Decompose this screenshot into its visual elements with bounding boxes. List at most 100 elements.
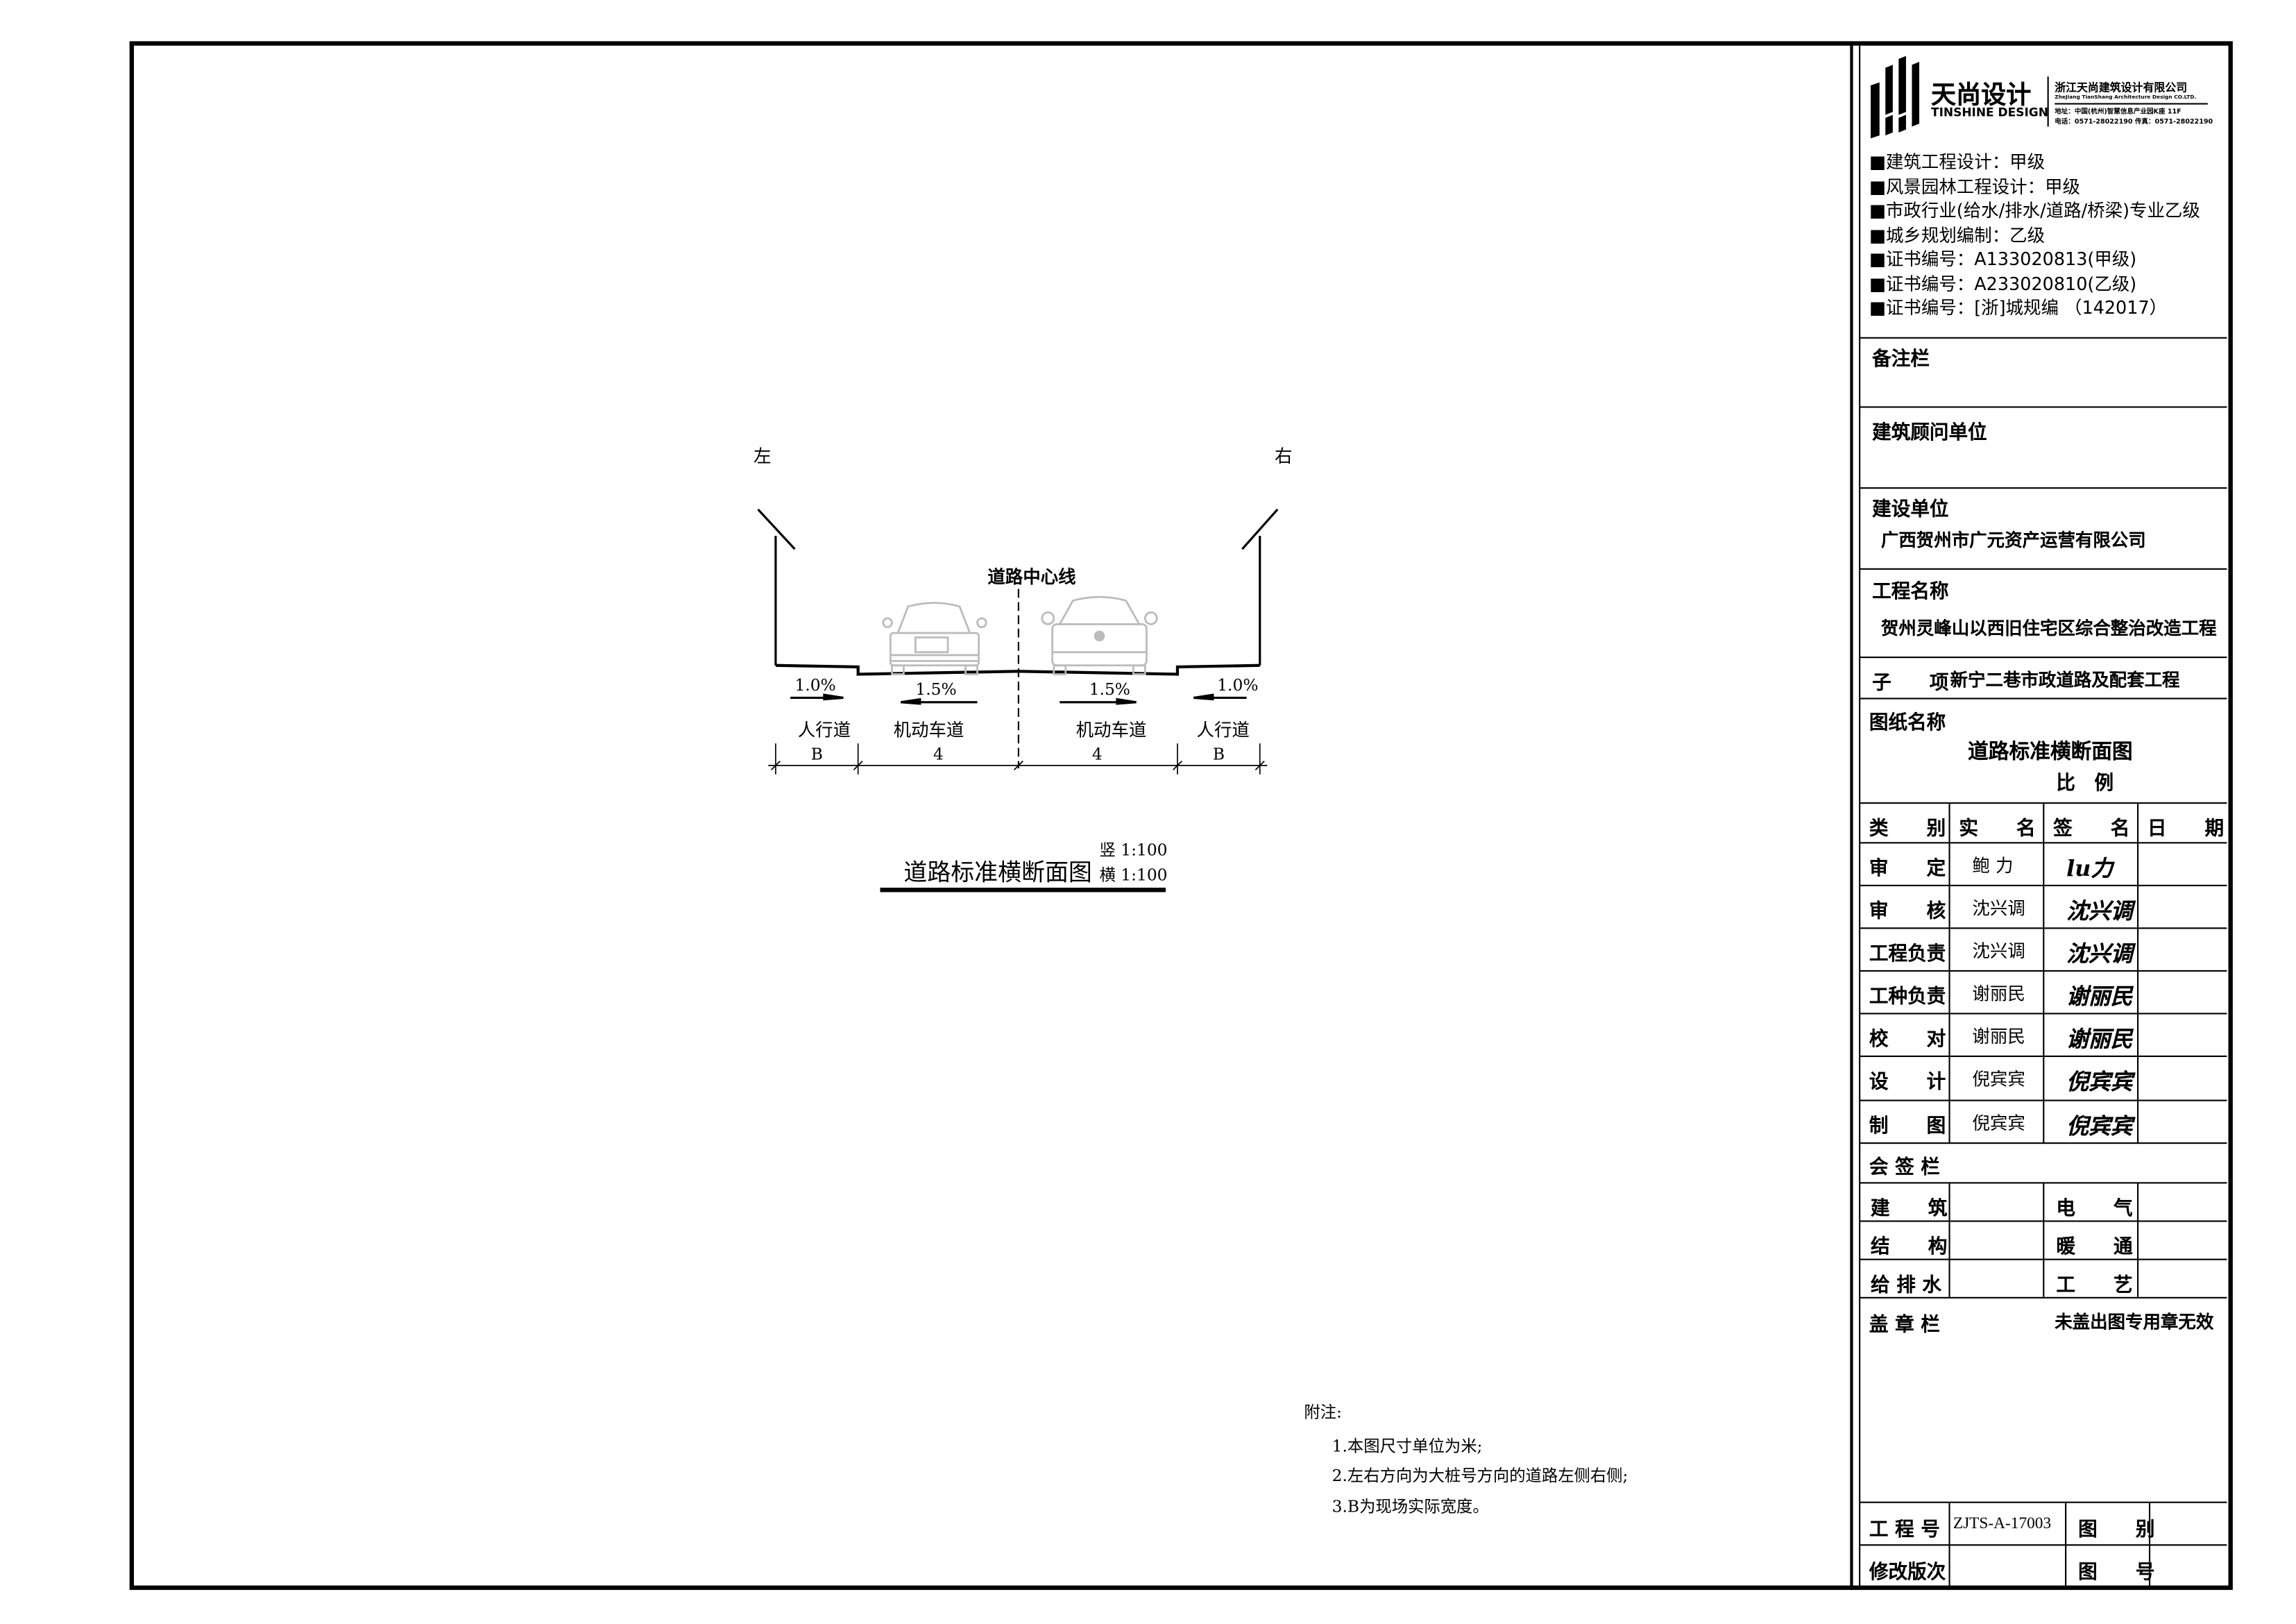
title-underline bbox=[880, 888, 1166, 893]
countersign-discipline: 工 艺 bbox=[2056, 1274, 2133, 1297]
drawing-title: 道路标准横断面图 bbox=[903, 859, 1091, 886]
client-value: 广西贺州市广元资产运营有限公司 bbox=[1880, 530, 2146, 551]
signature-image: 倪宾宾 bbox=[2066, 1113, 2133, 1140]
client-label: 建设单位 bbox=[1872, 499, 1949, 521]
drawing-name-value: 道路标准横断面图 bbox=[1968, 740, 2133, 764]
qualification-item: ■市政行业(给水/排水/道路/桥梁)专业乙级 bbox=[1869, 200, 2200, 221]
countersign-row bbox=[1859, 1183, 2227, 1222]
title-block bbox=[1850, 41, 2229, 1590]
dimension-line bbox=[768, 743, 1268, 775]
width-label: 4 bbox=[933, 745, 944, 764]
notes: 附注: 1.本图尺寸单位为米; 2.左右方向为大桩号方向的道路左侧右侧; 3.B… bbox=[1304, 1403, 1628, 1516]
subitem-section: 子 项 新宁二巷市政道路及配套工程 bbox=[1859, 658, 2227, 700]
revision-row: 修改版次 图 号 bbox=[1859, 1546, 2227, 1587]
remarks-section: 备注栏 bbox=[1859, 339, 2227, 408]
signature-row bbox=[1859, 886, 2227, 929]
project-no-row: 工 程 号 ZJTS-A-17003 图 别 bbox=[1859, 1503, 2227, 1546]
drawing-name-section: 图纸名称 道路标准横断面图 比 例 bbox=[1859, 700, 2227, 804]
signature-header: 实 名 bbox=[1959, 818, 2036, 841]
stamp-section: 盖 章 栏 未盖出图专用章无效 bbox=[1859, 1297, 2227, 1503]
horizontal-scale: 横 1:100 bbox=[1100, 865, 1168, 884]
width-labels: B 4 4 B bbox=[811, 745, 1225, 764]
signature-name: 沈兴调 bbox=[1972, 940, 2025, 962]
slope-label: 1.0% bbox=[1217, 675, 1258, 695]
signature-role: 工种负责 bbox=[1869, 986, 1946, 1009]
logo-brand-en: TINSHINE DESIGN bbox=[1931, 105, 2048, 119]
countersign-section: 会 签 栏 bbox=[1859, 1144, 2227, 1184]
signature-role: 工程负责 bbox=[1869, 943, 1946, 966]
revision-label: 修改版次 bbox=[1869, 1562, 1946, 1584]
signature-image: lu力 bbox=[2066, 855, 2114, 882]
qualification-item: ■证书编号：[浙]城规编 （142017） bbox=[1869, 297, 2168, 319]
signature-role: 审 核 bbox=[1869, 901, 1946, 923]
width-label: B bbox=[811, 745, 823, 764]
signature-image: 谢丽民 bbox=[2066, 983, 2133, 1010]
title-block-inner-line bbox=[1859, 45, 2228, 1586]
note-item: 2.左右方向为大桩号方向的道路左侧右侧; bbox=[1332, 1466, 1629, 1485]
scale-label: 比 例 bbox=[2056, 772, 2114, 795]
qualification-item: ■证书编号：A233020810(乙级) bbox=[1869, 273, 2137, 294]
drawing-frame bbox=[129, 41, 2233, 1590]
vertical-scale: 竖 1:100 bbox=[1100, 840, 1168, 859]
width-label: 4 bbox=[1092, 745, 1103, 764]
logo-company-en: ZheJiang TianShang Architecture Design C… bbox=[2055, 94, 2197, 101]
project-label: 工程名称 bbox=[1872, 581, 1949, 604]
signature-row bbox=[1859, 1101, 2227, 1144]
remarks-label: 备注栏 bbox=[1872, 348, 1930, 371]
signature-name: 沈兴调 bbox=[1972, 897, 2025, 919]
countersign-discipline: 暖 通 bbox=[2056, 1236, 2133, 1259]
signature-header: 日 期 bbox=[2147, 818, 2225, 841]
signature-role: 设 计 bbox=[1869, 1072, 1946, 1094]
lane-label-sidewalk: 人行道 bbox=[1197, 720, 1250, 741]
signature-name: 谢丽民 bbox=[1972, 1026, 2025, 1047]
slope-label: 1.5% bbox=[915, 679, 956, 699]
countersign-row bbox=[1859, 1260, 2227, 1299]
signature-image: 谢丽民 bbox=[2066, 1026, 2133, 1053]
company-logo: 天尚设计 TINSHINE DESIGN 浙江天尚建筑设计有限公司 ZheJia… bbox=[1866, 53, 2222, 144]
slope-label: 1.5% bbox=[1089, 679, 1130, 699]
slope-arrows bbox=[790, 693, 1247, 705]
note-item: 3.B为现场实际宽度。 bbox=[1332, 1496, 1489, 1516]
signature-name: 倪宾宾 bbox=[1972, 1113, 2025, 1134]
signature-header-row bbox=[1859, 804, 2227, 844]
subitem-label: 子 项 bbox=[1872, 673, 1949, 695]
countersign-label: 会 签 栏 bbox=[1869, 1157, 1940, 1180]
slope-label: 1.0% bbox=[794, 675, 835, 695]
lane-label-motor-lane: 机动车道 bbox=[894, 720, 964, 741]
note-item: 1.本图尺寸单位为米; bbox=[1332, 1437, 1483, 1456]
consultant-label: 建筑顾问单位 bbox=[1872, 422, 1987, 445]
car-rear-icon bbox=[1041, 595, 1158, 675]
qualification-item: ■证书编号：A133020813(甲级) bbox=[1869, 248, 2137, 270]
signature-role: 制 图 bbox=[1869, 1115, 1946, 1138]
countersign-row bbox=[1859, 1222, 2227, 1260]
signature-row bbox=[1859, 929, 2227, 972]
client-section: 建设单位 广西贺州市广元资产运营有限公司 bbox=[1859, 489, 2227, 570]
countersign-discipline: 给 排 水 bbox=[1871, 1274, 1941, 1297]
signature-name: 倪宾宾 bbox=[1972, 1068, 2025, 1090]
signature-header: 签 名 bbox=[2053, 818, 2130, 841]
logo-phone: 电话：0571-28022190 传真：0571-28022190 bbox=[2055, 119, 2213, 127]
stamp-note: 未盖出图专用章无效 bbox=[2055, 1311, 2214, 1333]
signature-name: 谢丽民 bbox=[1972, 983, 2025, 1004]
slope-labels: 1.0% 1.5% 1.5% 1.0% bbox=[794, 675, 1258, 699]
qualification-list: ■建筑工程设计：甲级 ■风景园林工程设计：甲级 ■市政行业(给水/排水/道路/桥… bbox=[1869, 150, 2200, 320]
signature-header: 类 别 bbox=[1869, 818, 1946, 841]
drawing-name-label: 图纸名称 bbox=[1869, 712, 1946, 735]
consultant-section: 建筑顾问单位 bbox=[1859, 408, 2227, 489]
logo-address: 地址：中国(杭州)智慧信息产业园K座 11F bbox=[2055, 108, 2182, 117]
logo-company-cn: 浙江天尚建筑设计有限公司 bbox=[2055, 81, 2188, 94]
stamp-label: 盖 章 栏 bbox=[1869, 1314, 1940, 1337]
centerline-label: 道路中心线 bbox=[987, 567, 1075, 588]
signature-role: 审 定 bbox=[1869, 858, 1946, 881]
qualification-item: ■城乡规划编制：乙级 bbox=[1869, 224, 2046, 246]
signature-role: 校 对 bbox=[1869, 1029, 1946, 1051]
car-front-icon bbox=[882, 602, 987, 675]
left-side-label: 左 bbox=[754, 446, 771, 467]
project-no-label: 工 程 号 bbox=[1869, 1519, 1940, 1541]
width-label: B bbox=[1213, 745, 1225, 764]
signature-image: 沈兴调 bbox=[2066, 940, 2133, 967]
countersign-discipline: 结 构 bbox=[1871, 1236, 1948, 1259]
signature-row bbox=[1859, 1057, 2227, 1101]
notes-heading: 附注: bbox=[1304, 1403, 1342, 1422]
